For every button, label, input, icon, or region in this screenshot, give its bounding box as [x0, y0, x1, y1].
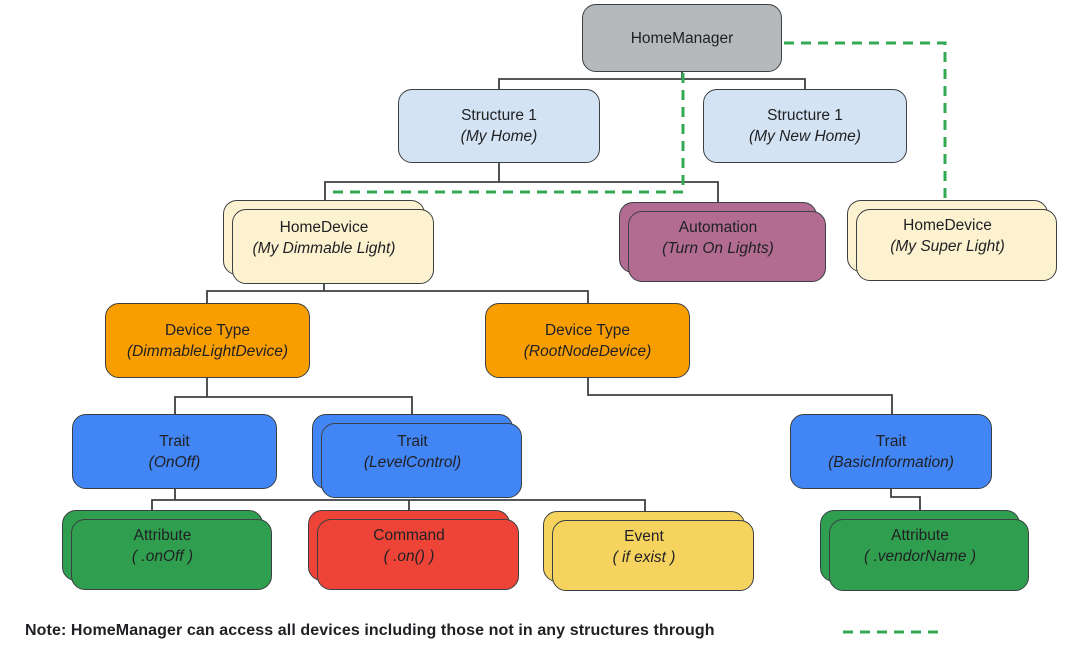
node-title: Command	[373, 526, 445, 544]
node-device-type-rootnode: Device Type (RootNodeDevice)	[485, 303, 690, 378]
node-title: HomeDevice	[903, 217, 992, 234]
node-command-on: Command ( .on() )	[308, 510, 519, 590]
node-title: Event	[624, 527, 664, 545]
node-subtitle: (My Dimmable Light)	[252, 239, 396, 257]
dashed-link-homemanager-dimmablelight	[326, 73, 685, 194]
footnote-text: Note: HomeManager can access all devices…	[25, 622, 715, 639]
connector-traits-members	[151, 489, 646, 511]
connector-devicetype2-trait	[587, 378, 893, 414]
node-subtitle: (My Home)	[460, 128, 538, 145]
connector-homedevice1-devicetypes	[206, 284, 589, 303]
node-subtitle: (Turn On Lights)	[662, 239, 774, 257]
connector-structure1-children	[324, 163, 719, 202]
node-structure-my-new-home: Structure 1 (My New Home)	[703, 89, 907, 163]
node-structure-my-home: Structure 1 (My Home)	[398, 89, 600, 163]
node-title: HomeDevice	[279, 218, 369, 236]
node-subtitle: ( .onOff )	[131, 547, 194, 565]
node-title: Automation	[678, 218, 758, 236]
connector-basicinfo-attribute	[890, 489, 921, 510]
connector-homemanager-structures	[498, 72, 806, 90]
node-trait-basicinformation: Trait (BasicInformation)	[790, 414, 992, 489]
node-title: Trait	[397, 432, 428, 450]
node-subtitle: (DimmableLightDevice)	[126, 342, 289, 360]
node-title: Structure 1	[767, 107, 843, 124]
node-subtitle: (My New Home)	[749, 128, 861, 145]
node-subtitle: (BasicInformation)	[828, 453, 954, 471]
connector-devicetype1-traits	[174, 378, 413, 414]
node-title: Device Type	[544, 321, 630, 339]
node-subtitle: (LevelControl)	[363, 453, 462, 471]
node-home-device-super-light: HomeDevice (My Super Light)	[847, 200, 1057, 281]
node-automation-turn-on-lights: Automation (Turn On Lights)	[619, 202, 826, 282]
node-subtitle: ( if exist )	[612, 548, 676, 566]
node-event-if-exist: Event ( if exist )	[543, 511, 754, 591]
dashed-link-homemanager-superlight	[784, 41, 947, 199]
node-trait-onoff: Trait (OnOff)	[72, 414, 277, 489]
node-device-type-dimmable: Device Type (DimmableLightDevice)	[105, 303, 310, 378]
node-subtitle: (OnOff)	[148, 453, 201, 471]
node-subtitle: ( .vendorName )	[864, 548, 976, 565]
node-title: HomeManager	[630, 29, 734, 47]
node-title: Structure 1	[461, 107, 537, 124]
node-subtitle: (RootNodeDevice)	[523, 342, 652, 360]
node-title: Attribute	[133, 526, 192, 544]
node-home-manager: HomeManager	[582, 4, 782, 72]
node-subtitle: (My Super Light)	[890, 238, 1005, 255]
node-title: Device Type	[164, 321, 250, 339]
node-title: Trait	[875, 432, 907, 450]
node-subtitle: ( .on() )	[383, 547, 435, 565]
node-attribute-onoff: Attribute ( .onOff )	[62, 510, 272, 590]
node-home-device-dimmable-light: HomeDevice (My Dimmable Light)	[223, 200, 434, 284]
node-attribute-vendorname: Attribute ( .vendorName )	[820, 510, 1029, 591]
node-trait-levelcontrol: Trait (LevelControl)	[312, 414, 522, 498]
node-title: Attribute	[891, 527, 949, 544]
node-title: Trait	[159, 432, 190, 450]
